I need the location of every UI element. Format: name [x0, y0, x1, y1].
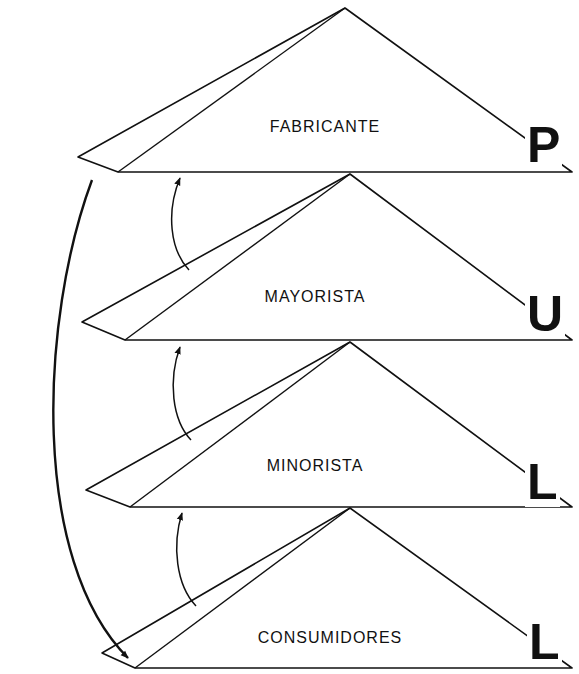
triangle-outline — [82, 338, 576, 511]
initial-letter: P — [525, 120, 562, 170]
initial-letter: U — [525, 289, 565, 339]
flow-arrow — [172, 178, 189, 270]
channel-name: MAYORISTA — [265, 288, 366, 306]
initial-letter: L — [525, 457, 560, 507]
flow-arrow — [173, 347, 191, 440]
fold-line — [118, 8, 345, 172]
fold-line — [130, 342, 350, 507]
channel-name: CONSUMIDORES — [258, 629, 402, 647]
channel-name: MINORISTA — [267, 457, 364, 475]
triangle-edge — [78, 8, 572, 172]
channel-triangle: FABRICANTE — [74, 4, 576, 176]
channel-triangle: MAYORISTA — [78, 170, 576, 344]
initial-letter: L — [527, 617, 562, 667]
flow-arrow — [177, 513, 196, 606]
channel-name: FABRICANTE — [270, 118, 380, 136]
triangle-outline — [74, 4, 576, 176]
channel-triangle: MINORISTA — [82, 338, 576, 511]
triangle-edge — [102, 508, 572, 668]
triangle-edge — [86, 342, 572, 507]
triangle-edge — [82, 174, 572, 340]
fold-line — [125, 174, 350, 340]
channel-triangle: CONSUMIDORES — [98, 504, 576, 672]
flow-arrow — [53, 180, 128, 658]
triangle-outline — [98, 504, 576, 672]
triangle-outline — [78, 170, 576, 344]
